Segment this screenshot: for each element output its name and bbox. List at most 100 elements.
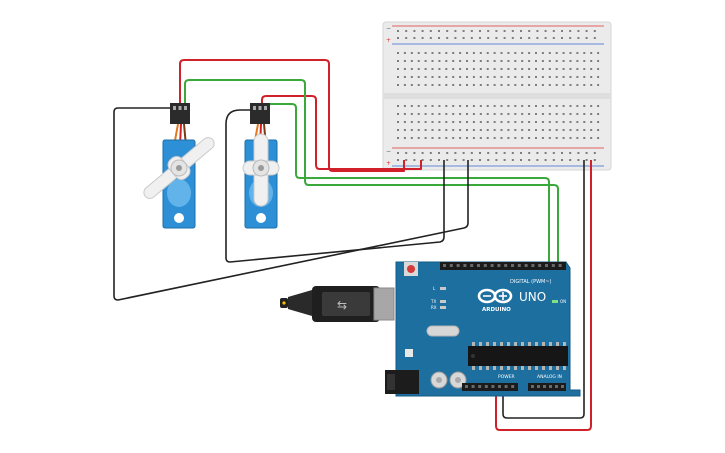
- breadboard-hole: [459, 68, 462, 70]
- power-pin[interactable]: [478, 385, 482, 388]
- rail-minus-label-bottom: −: [386, 148, 391, 155]
- breadboard-rail-hole: [495, 159, 498, 161]
- power-pin[interactable]: [465, 385, 468, 388]
- wire-arduino-ground: [502, 160, 585, 419]
- breadboard-rail-hole: [438, 152, 440, 154]
- breadboard-hole: [541, 68, 544, 70]
- breadboard-hole: [562, 52, 565, 54]
- breadboard-rail-hole: [520, 159, 522, 161]
- digital-pin[interactable]: [470, 264, 474, 267]
- breadboard-hole: [397, 113, 399, 115]
- breadboard-hole: [452, 129, 455, 131]
- breadboard-hole: [590, 113, 593, 115]
- breadboard-hole: [576, 52, 579, 54]
- digital-pin[interactable]: [443, 264, 446, 267]
- breadboard-hole: [535, 68, 537, 70]
- arduino-uno[interactable]: ⇆ DIGITAL (PWM~) L TX RX ON ARD: [280, 261, 581, 397]
- breadboard-hole: [459, 113, 462, 115]
- digital-pin[interactable]: [490, 264, 494, 267]
- servo-2[interactable]: [242, 103, 280, 229]
- breadboard-hole: [486, 60, 489, 62]
- digital-pin[interactable]: [463, 264, 467, 267]
- analog-pin[interactable]: [561, 385, 564, 388]
- breadboard-hole: [493, 121, 496, 123]
- breadboard-hole: [466, 60, 468, 62]
- breadboard-hole: [569, 121, 572, 123]
- analog-pin[interactable]: [531, 385, 534, 388]
- breadboard-rail-hole: [438, 159, 440, 161]
- breadboard-rail-hole: [479, 152, 481, 154]
- breadboard-rail-hole: [520, 152, 522, 154]
- digital-pin[interactable]: [517, 264, 521, 267]
- analog-pin[interactable]: [543, 385, 546, 388]
- digital-pin[interactable]: [456, 264, 460, 267]
- power-pin[interactable]: [484, 385, 488, 388]
- digital-pin[interactable]: [558, 264, 562, 267]
- breadboard-rail-hole: [577, 159, 580, 161]
- chip-pin: [479, 342, 482, 346]
- digital-pin[interactable]: [531, 264, 535, 267]
- reset-button-cap[interactable]: [407, 265, 415, 273]
- breadboard-hole: [452, 76, 455, 78]
- digital-pin[interactable]: [511, 264, 514, 267]
- digital-pin[interactable]: [504, 264, 508, 267]
- breadboard-hole: [410, 121, 413, 123]
- digital-pin[interactable]: [483, 264, 487, 267]
- breadboard-hole: [514, 137, 517, 139]
- breadboard-hole: [576, 113, 579, 115]
- breadboard-hole: [583, 137, 586, 139]
- breadboard-hole: [576, 129, 579, 131]
- breadboard-hole: [445, 60, 448, 62]
- power-pin[interactable]: [471, 385, 475, 388]
- chip-pin: [521, 342, 524, 346]
- breadboard-hole: [493, 84, 496, 86]
- breadboard-rail-hole: [429, 159, 432, 161]
- breadboard-rail-hole: [528, 37, 531, 39]
- servo2-mount-hole: [256, 213, 266, 223]
- breadboard-rail-hole: [487, 30, 490, 32]
- breadboard-hole: [548, 113, 551, 115]
- analog-header-label: ANALOG IN: [537, 374, 562, 380]
- breadboard-hole: [514, 113, 517, 115]
- chip-pin: [542, 342, 545, 346]
- breadboard-hole: [403, 137, 406, 139]
- breadboard-holes: [397, 30, 600, 161]
- breadboard-hole: [548, 84, 551, 86]
- chip-pin: [514, 342, 517, 346]
- breadboard-hole: [507, 105, 510, 107]
- breadboard-rail-hole: [438, 37, 440, 39]
- digital-pin[interactable]: [545, 264, 548, 267]
- analog-pin[interactable]: [549, 385, 552, 388]
- digital-pin[interactable]: [449, 264, 453, 267]
- breadboard-hole: [452, 60, 455, 62]
- digital-pin[interactable]: [524, 264, 528, 267]
- power-pin[interactable]: [491, 385, 495, 388]
- analog-pin[interactable]: [537, 385, 540, 388]
- breadboard-hole: [493, 129, 496, 131]
- breadboard-rail-hole: [397, 37, 399, 39]
- breadboard-hole: [486, 129, 489, 131]
- power-header-pins: [465, 385, 564, 388]
- breadboard-hole: [479, 60, 482, 62]
- servo-1[interactable]: [141, 103, 216, 229]
- breadboard-hole: [438, 60, 441, 62]
- digital-pin[interactable]: [497, 264, 501, 267]
- breadboard-hole: [493, 105, 496, 107]
- breadboard-hole: [576, 76, 579, 78]
- power-pin[interactable]: [511, 385, 515, 388]
- breadboard-hole: [590, 129, 593, 131]
- breadboard-hole: [466, 52, 468, 54]
- chip-pin: [542, 366, 545, 370]
- analog-pin[interactable]: [555, 385, 558, 388]
- power-pin[interactable]: [498, 385, 501, 388]
- digital-pin[interactable]: [538, 264, 542, 267]
- digital-pin[interactable]: [551, 264, 555, 267]
- breadboard-hole: [583, 60, 586, 62]
- breadboard: − + − +: [382, 21, 612, 171]
- breadboard-hole: [438, 121, 441, 123]
- capacitor-1-top: [436, 377, 442, 383]
- power-pin[interactable]: [504, 385, 508, 388]
- breadboard-rail-hole: [520, 37, 522, 39]
- chip-pin: [486, 342, 489, 346]
- digital-pin[interactable]: [477, 264, 480, 267]
